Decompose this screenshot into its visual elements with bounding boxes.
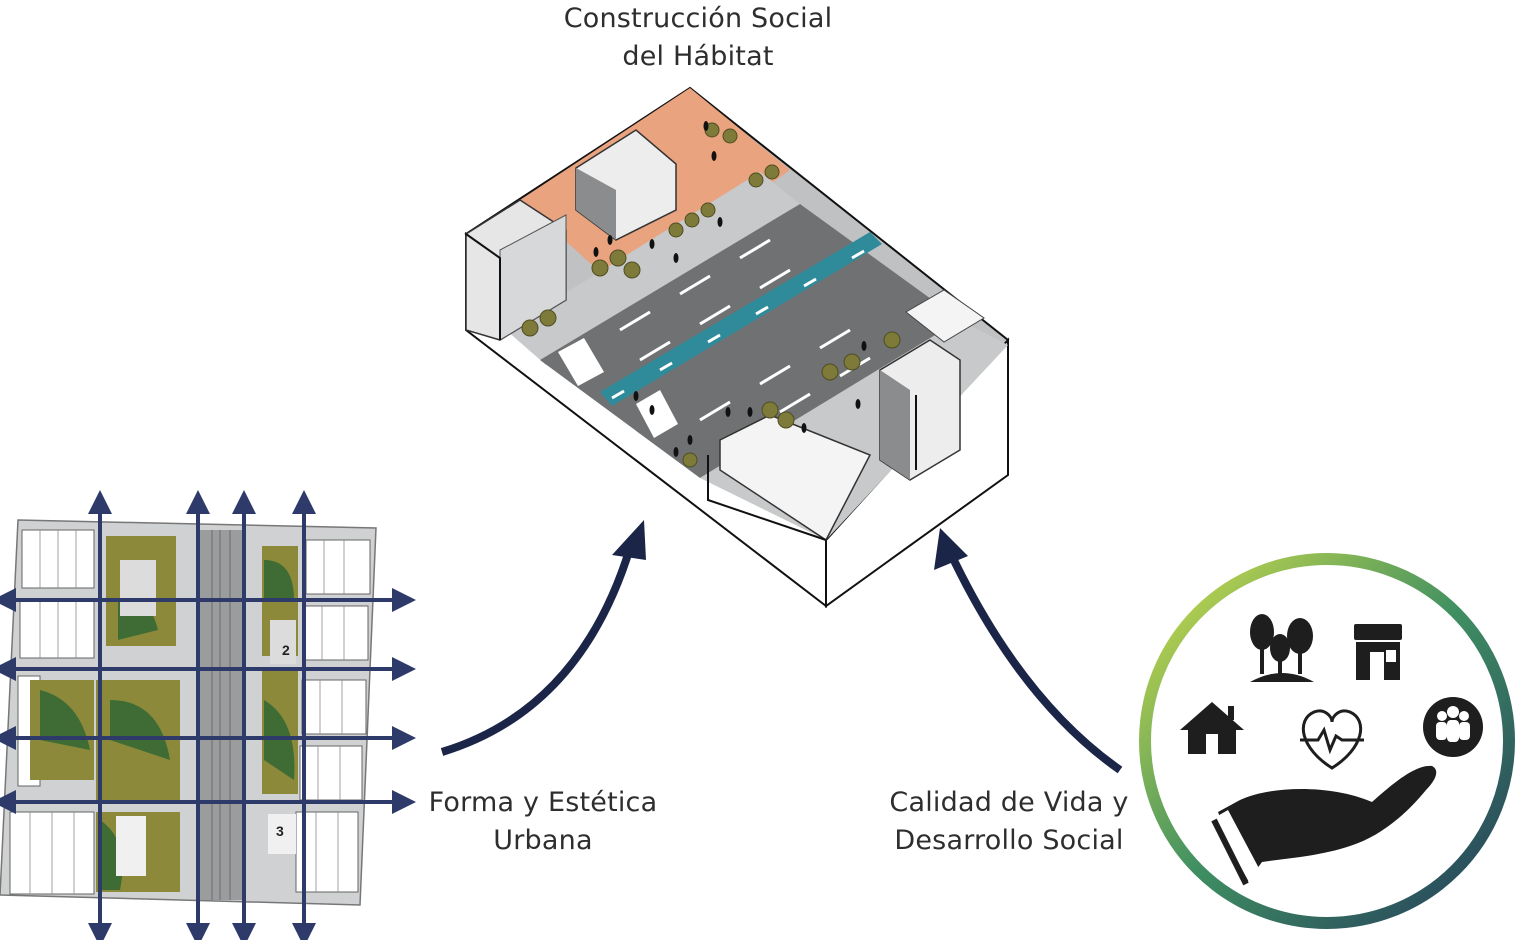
community-icon	[1423, 697, 1483, 757]
heart-pulse-icon	[1300, 709, 1364, 770]
building-right-side	[880, 370, 910, 480]
right-label-line2: Desarrollo Social	[894, 825, 1124, 856]
hand-icon	[1211, 765, 1437, 886]
house-icon	[1180, 702, 1244, 754]
arrow-right-head	[934, 528, 968, 570]
building-right-roof	[905, 289, 985, 343]
plan-road	[200, 530, 242, 900]
quality-of-life-circle	[1139, 553, 1515, 929]
block-cut-left	[465, 233, 501, 340]
left-label-line2: Urbana	[493, 825, 593, 856]
building-tower-side	[576, 168, 616, 240]
urban-plan: 2 3	[0, 490, 416, 940]
crosswalks	[558, 338, 678, 438]
left-label: Forma y Estética Urbana	[418, 784, 668, 860]
trees-icon	[1250, 614, 1314, 682]
top-label-line1: Construcción Social	[563, 3, 833, 34]
isometric-urban-block	[464, 86, 1010, 609]
block-cut-front	[707, 455, 827, 541]
right-label: Calidad de Vida y Desarrollo Social	[886, 784, 1132, 860]
building-front-low	[719, 414, 872, 542]
plan-number-3: 3	[276, 823, 284, 839]
trees	[521, 122, 901, 468]
top-label-line2: del Hábitat	[622, 41, 774, 72]
arrow-left-head	[612, 520, 646, 560]
arrow-left-curve	[440, 546, 634, 756]
store-icon	[1354, 624, 1402, 680]
lane-markings	[611, 238, 871, 450]
top-label: Construcción Social del Hábitat	[540, 0, 856, 76]
plan-grid-horizontal	[0, 588, 416, 814]
right-label-line1: Calidad de Vida y	[889, 787, 1129, 818]
plan-number-2: 2	[282, 642, 290, 658]
sidewalk-upper	[506, 172, 800, 365]
arrow-right-curve	[946, 550, 1123, 774]
left-label-line1: Forma y Estética	[428, 787, 658, 818]
pedestrians	[593, 121, 867, 457]
connector-arrows	[440, 520, 1123, 774]
plan-grid-vertical	[88, 490, 316, 940]
